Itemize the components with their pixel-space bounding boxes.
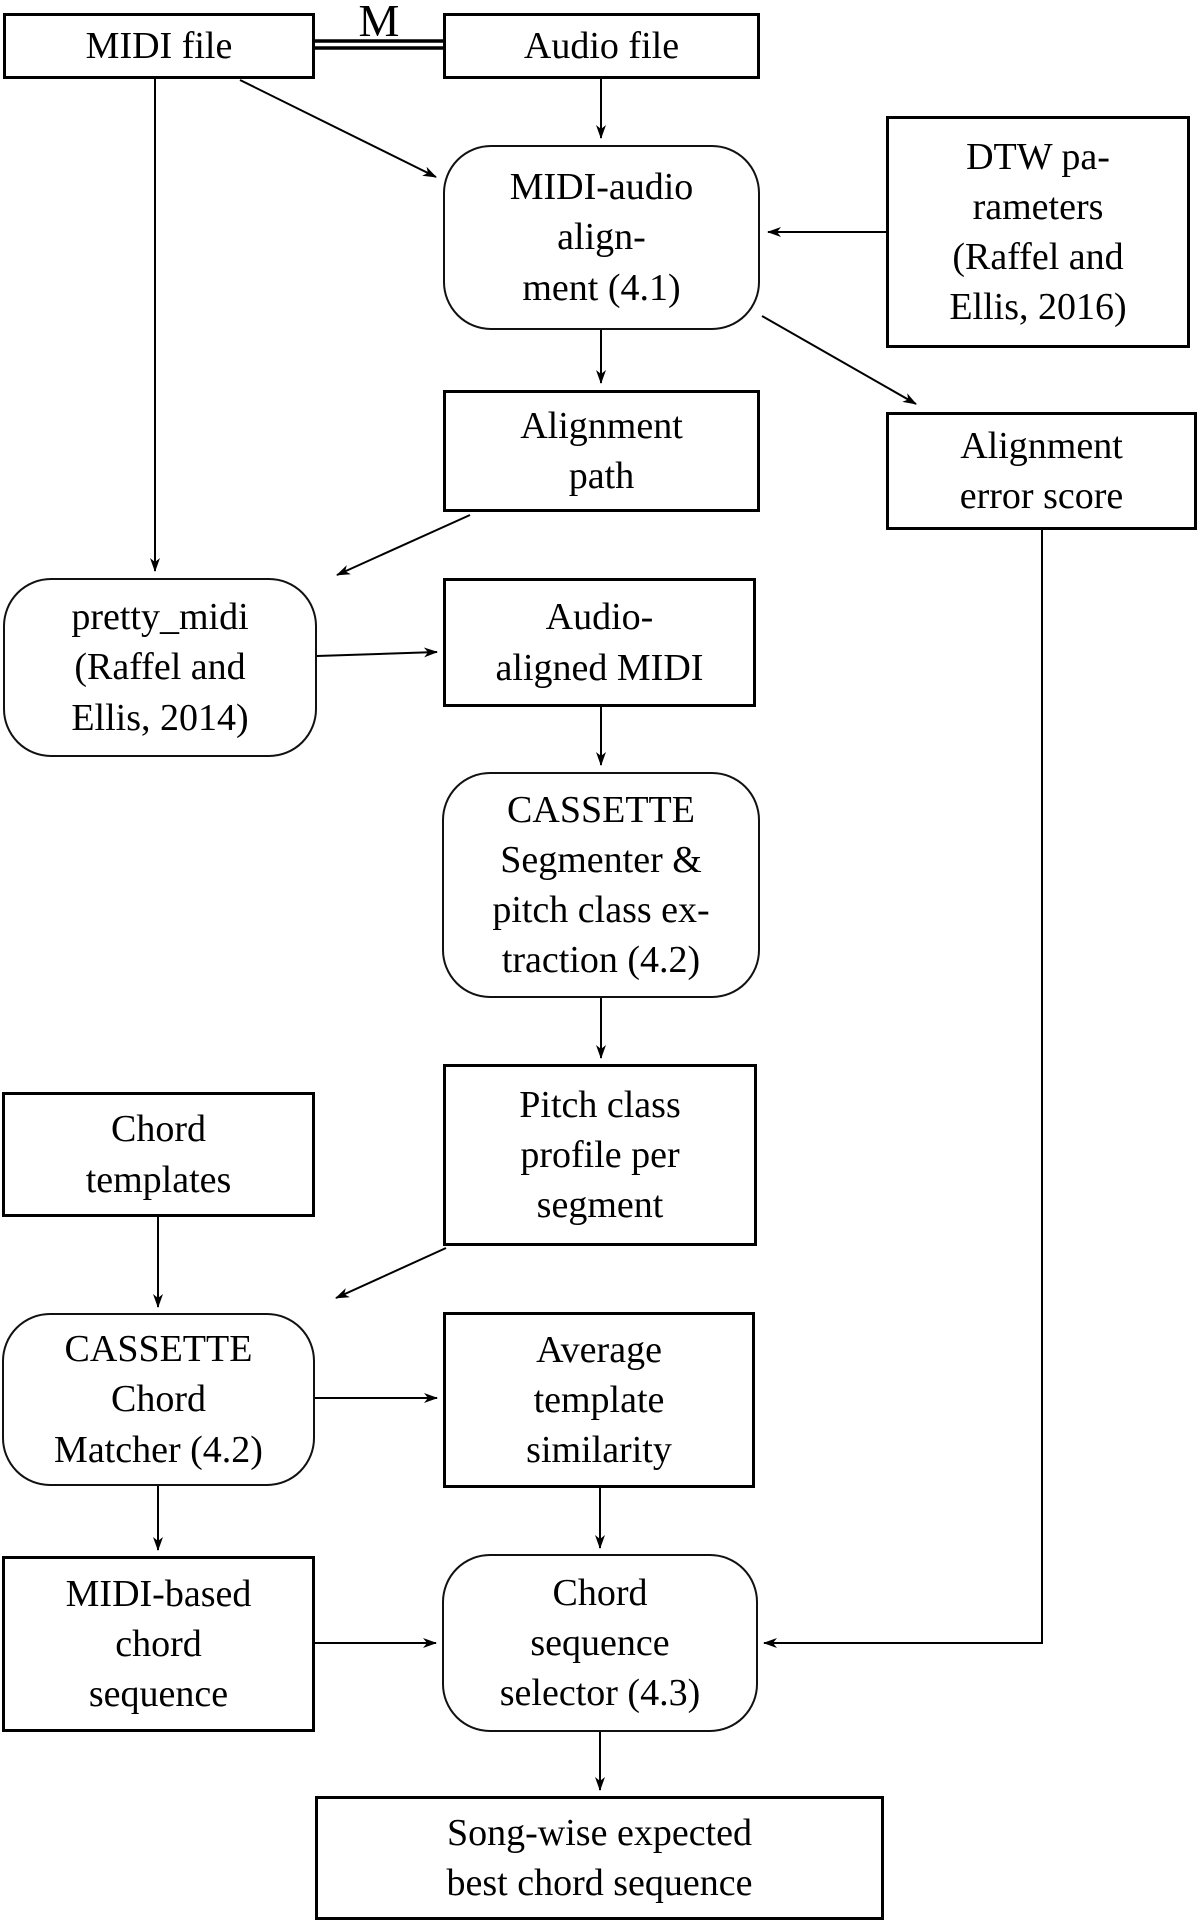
node-midi-audio-alignment: MIDI-audio align- ment (4.1) <box>443 145 760 330</box>
node-alignment-error-score: Alignment error score <box>886 412 1197 530</box>
edge-prettymidi-to-alignedmidi <box>316 647 438 658</box>
node-audio-aligned-midi: Audio- aligned MIDI <box>443 578 756 707</box>
edge-alignment-to-errorscore <box>761 315 917 405</box>
node-song-wise-output: Song-wise expected best chord sequence <box>315 1796 884 1920</box>
node-cassette-chord-matcher: CASSETTE Chord Matcher (4.2) <box>2 1313 315 1486</box>
node-average-template-similarity: Average template similarity <box>443 1312 755 1488</box>
node-alignment-path: Alignment path <box>443 390 760 512</box>
node-midi-based-chord-sequence: MIDI-based chord sequence <box>2 1556 315 1732</box>
edge-label-m: M <box>358 0 400 46</box>
node-audio-file: Audio file <box>443 13 760 79</box>
node-cassette-segmenter: CASSETTE Segmenter & pitch class ex- tra… <box>442 772 760 998</box>
edge-pitchprofile-to-matcher <box>335 1247 447 1299</box>
node-pretty-midi: pretty_midi (Raffel and Ellis, 2014) <box>3 578 317 757</box>
node-chord-sequence-selector: Chord sequence selector (4.3) <box>442 1554 758 1732</box>
node-pitch-class-profile: Pitch class profile per segment <box>443 1064 757 1246</box>
node-dtw-parameters: DTW pa- rameters (Raffel and Ellis, 2016… <box>886 116 1190 348</box>
node-midi-file: MIDI file <box>3 13 315 79</box>
node-chord-templates: Chord templates <box>2 1092 315 1217</box>
edge-path-to-prettymidi <box>336 514 471 576</box>
edge-midifile-to-alignment <box>239 79 437 178</box>
edge-errorscore-to-selector <box>763 530 1043 1648</box>
